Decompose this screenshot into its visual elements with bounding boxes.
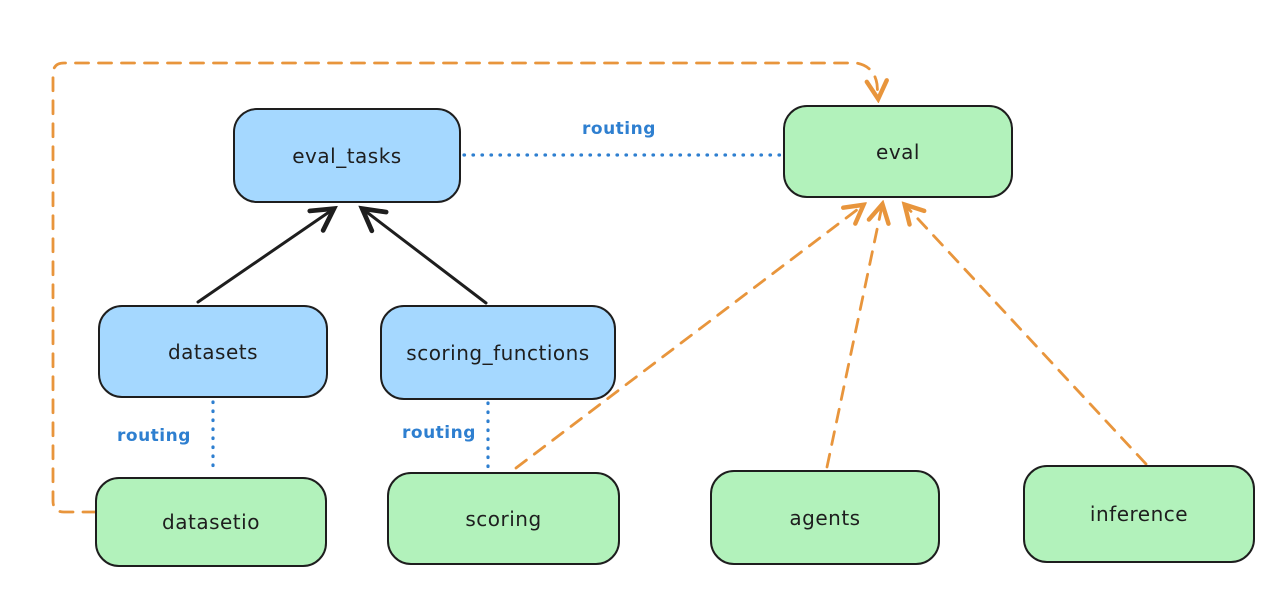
- node-agents-label: agents: [789, 505, 861, 530]
- routing-label-eval-tasks-eval: routing: [582, 119, 656, 139]
- node-eval-tasks: eval_tasks: [233, 108, 461, 203]
- node-datasets-label: datasets: [167, 339, 259, 364]
- node-scoring-functions: scoring_functions: [380, 305, 616, 400]
- node-agents: agents: [710, 470, 940, 565]
- node-inference-label: inference: [1089, 502, 1189, 526]
- edge-agents-to-eval: [825, 206, 882, 469]
- node-scoring: scoring: [387, 472, 620, 565]
- node-scoring-label: scoring: [465, 506, 542, 531]
- node-eval-label: eval: [876, 139, 920, 164]
- node-eval-tasks-label: eval_tasks: [292, 143, 402, 168]
- node-datasetio-label: datasetio: [162, 510, 260, 534]
- node-datasetio: datasetio: [95, 477, 327, 567]
- edge-datasets-to-eval-tasks: [196, 210, 332, 304]
- node-scoring-functions-label: scoring_functions: [406, 340, 590, 365]
- routing-label-scoring-functions-scoring: routing: [402, 423, 476, 443]
- edge-inference-to-eval: [906, 206, 1148, 466]
- routing-label-datasets-datasetio: routing: [117, 426, 191, 446]
- node-eval: eval: [783, 105, 1013, 198]
- node-datasets: datasets: [98, 305, 328, 398]
- node-inference: inference: [1023, 465, 1255, 563]
- edge-scoring-functions-to-eval-tasks: [364, 210, 488, 305]
